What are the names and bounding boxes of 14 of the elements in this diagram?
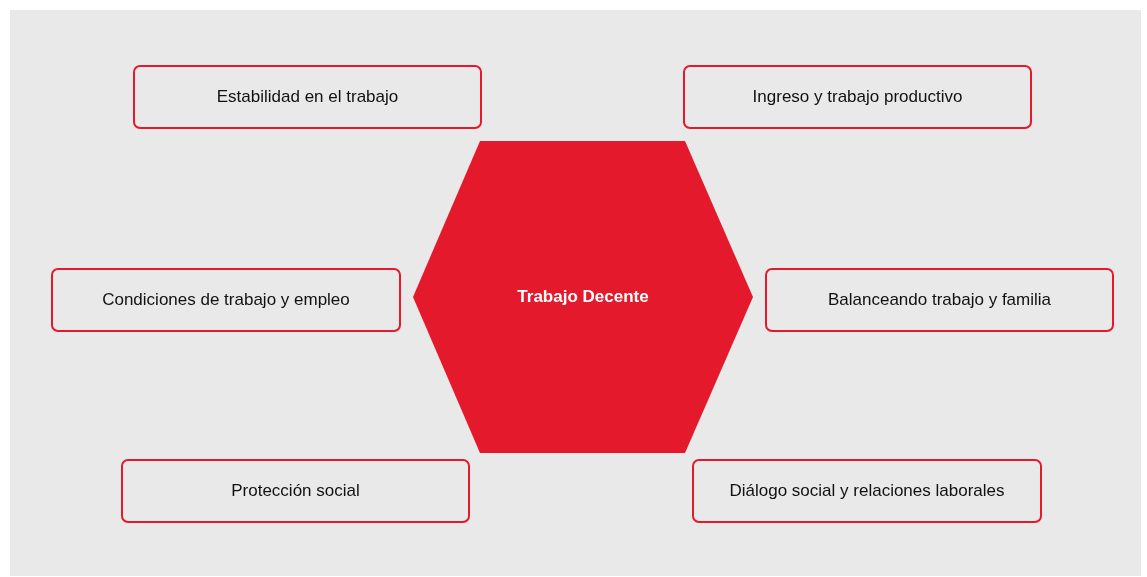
rounded-box xyxy=(765,268,1114,332)
box-label: Condiciones de trabajo y empleo xyxy=(102,290,350,310)
rounded-box xyxy=(692,459,1042,523)
rounded-box xyxy=(51,268,401,332)
hexagon-label: Trabajo Decente xyxy=(517,287,649,307)
box-label: Estabilidad en el trabajo xyxy=(216,87,399,107)
box-label: Diálogo social y relaciones laborales xyxy=(729,481,1005,501)
rounded-box xyxy=(683,65,1032,129)
rounded-box xyxy=(121,459,470,523)
box-label: Protección social xyxy=(231,481,360,501)
box-label: Balanceando trabajo y familia xyxy=(828,290,1051,310)
box-label: Ingreso y trabajo productivo xyxy=(752,87,963,107)
rounded-box xyxy=(133,65,482,129)
hexagon-node xyxy=(413,141,753,453)
